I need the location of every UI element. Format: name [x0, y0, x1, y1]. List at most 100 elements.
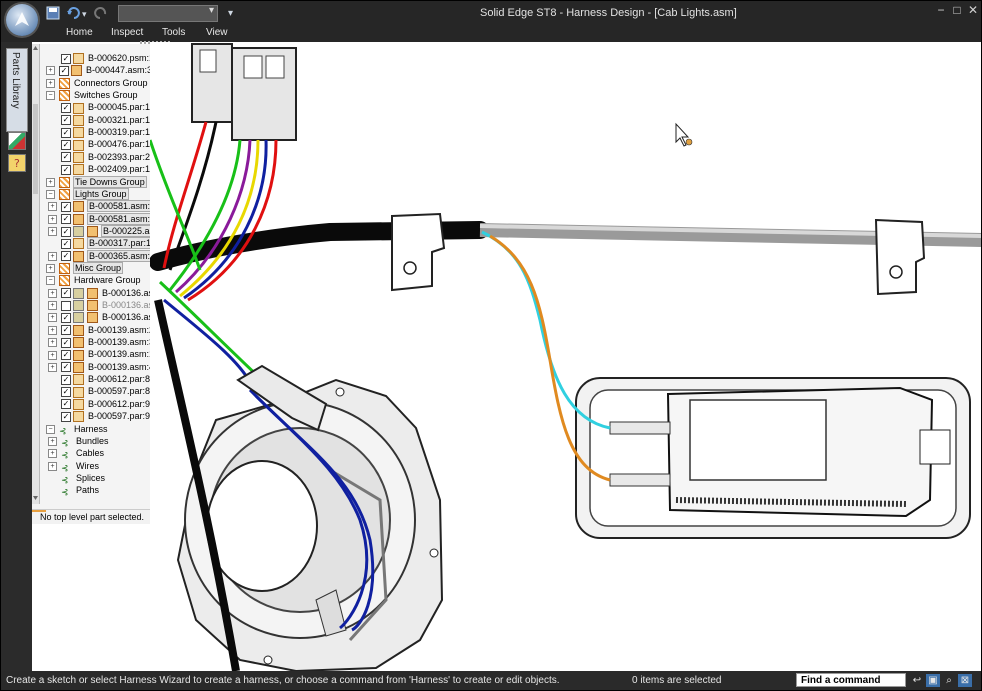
undo-icon[interactable] [66, 6, 80, 22]
tree-row[interactable]: +✓B-000365.asm:1 [48, 249, 158, 262]
tree-row[interactable]: +✓B-000136.asm:1 [48, 287, 169, 299]
inline-connector[interactable] [236, 364, 328, 432]
graphics-window[interactable] [150, 42, 982, 671]
visibility-checkbox[interactable]: ✓ [61, 53, 71, 64]
visibility-checkbox[interactable]: ✓ [61, 362, 71, 373]
visibility-checkbox[interactable]: ✓ [61, 411, 71, 422]
tree-row[interactable]: ✓B-000476.par:1 [48, 138, 151, 151]
tree-expander-icon[interactable]: + [48, 202, 57, 212]
tree-row[interactable]: ✓B-000620.psm:1 [48, 52, 155, 65]
tree-expander-icon[interactable]: + [46, 177, 55, 187]
switch-connectors[interactable] [191, 43, 297, 141]
visibility-checkbox[interactable]: ✓ [61, 164, 71, 175]
visibility-checkbox[interactable]: ✓ [61, 288, 71, 299]
tab-view[interactable]: View [206, 27, 228, 38]
fit-icon[interactable]: ⊠ [958, 674, 972, 687]
tree-expander-icon[interactable]: + [48, 449, 57, 459]
tree-row[interactable]: ✓B-002393.par:2 [48, 151, 151, 163]
tree-row[interactable]: +Connectors Group [46, 77, 149, 89]
tab-parts-library[interactable]: Parts Library [6, 48, 28, 132]
tree-row[interactable]: −Switches Group [46, 89, 139, 102]
tree-row[interactable]: +⊰Wires [48, 460, 100, 473]
tree-row[interactable]: ✓B-000612.par:8 [48, 373, 151, 386]
tree-row[interactable]: +✓B-000139.asm:4 [48, 361, 155, 373]
tree-expander-icon[interactable]: − [46, 424, 55, 434]
tree-row[interactable]: +✓B-000139.asm:1 [48, 348, 155, 361]
tree-expander-icon[interactable]: + [48, 251, 57, 261]
visibility-checkbox[interactable]: ✓ [61, 214, 71, 225]
qat-customize-icon[interactable]: ▾ [228, 8, 234, 19]
visibility-checkbox[interactable]: ✓ [61, 152, 71, 163]
visibility-checkbox[interactable]: ✓ [61, 350, 71, 361]
close-button[interactable]: ✕ [967, 3, 979, 17]
visibility-checkbox[interactable]: ✓ [61, 140, 71, 151]
tree-expander-icon[interactable]: + [48, 227, 57, 237]
tree-expander-icon[interactable]: + [48, 338, 57, 348]
tree-expander-icon[interactable]: + [48, 436, 57, 446]
visibility-checkbox[interactable]: ✓ [61, 226, 71, 237]
application-button[interactable] [6, 4, 38, 36]
tree-row[interactable]: +✓B-000139.asm:3 [48, 336, 155, 349]
tree-row[interactable]: ✓B-000321.par:1 [48, 114, 151, 126]
maximize-button[interactable]: □ [953, 3, 961, 17]
help-icon[interactable]: ? [8, 154, 26, 172]
tree-row[interactable]: −⊰Harness [46, 423, 109, 436]
visibility-checkbox[interactable]: ✓ [61, 312, 71, 323]
tree-row[interactable]: +Tie Downs Group [46, 175, 147, 188]
tree-expander-icon[interactable]: − [46, 91, 55, 101]
circular-lamp-housing[interactable] [176, 378, 444, 671]
tie-down-clip-2[interactable] [874, 218, 926, 296]
tree-expander-icon[interactable]: + [46, 78, 55, 88]
visibility-checkbox[interactable]: ✓ [61, 387, 71, 398]
tree-expander-icon[interactable]: + [48, 214, 57, 224]
minimize-button[interactable]: − [937, 3, 945, 17]
undo-dropdown-icon[interactable]: ▾ [82, 9, 87, 19]
tree-expander-icon[interactable]: + [46, 66, 55, 76]
tree-row[interactable]: ✓B-000612.par:9 [48, 398, 151, 410]
tree-row[interactable]: −Hardware Group [46, 274, 142, 287]
tree-row[interactable]: −Lights Group [46, 187, 129, 200]
tree-expander-icon[interactable]: + [48, 301, 57, 311]
tree-row[interactable]: ✓B-000045.par:1 [48, 101, 151, 114]
pathfinder-icon[interactable] [8, 132, 26, 150]
visibility-checkbox[interactable]: ✓ [61, 103, 71, 114]
tie-down-clip-1[interactable] [391, 212, 446, 292]
visibility-checkbox[interactable]: ✓ [61, 115, 71, 126]
tree-row[interactable]: ⊰Splices [48, 472, 106, 485]
pathfinder-scrollbar[interactable] [32, 44, 40, 504]
tree-row[interactable]: +✓B-000139.asm:2 [48, 324, 155, 336]
tree-expander-icon[interactable]: + [48, 325, 57, 335]
visibility-checkbox[interactable] [61, 300, 71, 311]
tree-expander-icon[interactable]: − [46, 189, 55, 199]
visibility-checkbox[interactable]: ✓ [61, 127, 71, 138]
return-icon[interactable]: ↩ [912, 675, 922, 686]
find-command-input[interactable]: Find a command [796, 673, 906, 687]
tree-expander-icon[interactable]: + [48, 288, 57, 298]
tree-row[interactable]: +⊰Bundles [48, 435, 110, 448]
visibility-checkbox[interactable]: ✓ [61, 399, 71, 410]
visibility-checkbox[interactable]: ✓ [61, 201, 71, 212]
tree-row[interactable]: +✓B-000136.asm:3 [48, 311, 169, 324]
visibility-checkbox[interactable]: ✓ [61, 337, 71, 348]
redo-icon[interactable] [94, 6, 108, 22]
tree-row[interactable]: ✓B-000317.par:1 [48, 237, 154, 250]
visibility-checkbox[interactable]: ✓ [59, 65, 69, 76]
zoom-icon[interactable]: ⌕ [946, 675, 952, 686]
tree-row[interactable]: +✓B-000581.asm:1 [48, 200, 158, 213]
tree-row[interactable]: +⊰Cables [48, 447, 105, 460]
tree-row[interactable]: ✓B-000597.par:9 [48, 410, 151, 423]
dome-light-fixture[interactable] [575, 377, 971, 539]
quick-access-combo[interactable]: ▾ [118, 5, 218, 22]
zoom-area-icon[interactable]: ▣ [926, 674, 940, 687]
tree-expander-icon[interactable]: + [48, 350, 57, 360]
tree-row[interactable]: ⊰Paths [48, 484, 100, 497]
visibility-checkbox[interactable]: ✓ [61, 238, 71, 249]
tree-row[interactable]: +B-000136.asm:2 [48, 299, 169, 312]
tree-row[interactable]: +✓B-000581.asm:2 [48, 212, 158, 225]
save-icon[interactable] [46, 6, 60, 22]
tree-row[interactable]: ✓B-002409.par:1 [48, 163, 151, 176]
tree-row[interactable]: +Misc Group [46, 261, 124, 275]
tree-expander-icon[interactable]: + [48, 313, 57, 323]
tree-row[interactable]: +✓B-000447.asm:3 [46, 64, 153, 77]
tab-inspect[interactable]: Inspect [111, 27, 144, 38]
